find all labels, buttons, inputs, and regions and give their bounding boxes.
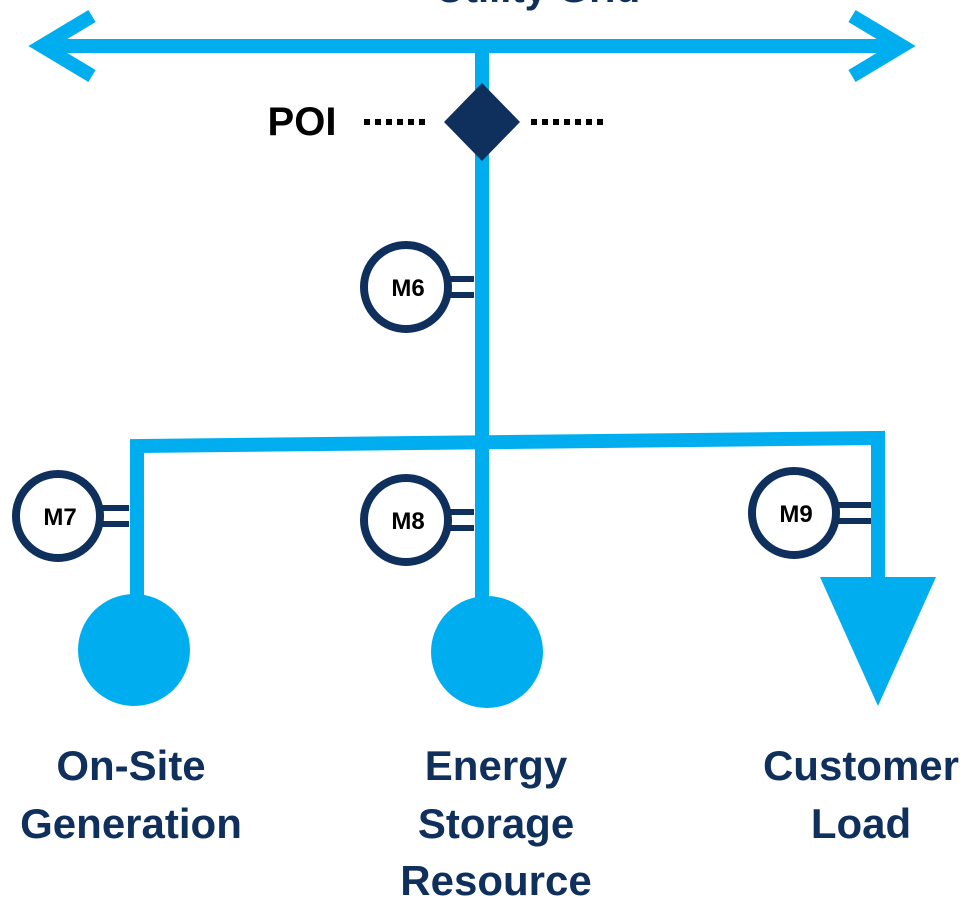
meter-m6: M6 (360, 241, 474, 333)
meter-m9-icon (748, 467, 840, 559)
load-label-line2: Load (811, 800, 911, 847)
generation-label: On-Site Generation (20, 742, 242, 847)
load-triangle-icon (820, 577, 936, 706)
storage-label: Energy Storage Resource (400, 742, 591, 899)
meter-m8-label: M8 (391, 508, 424, 535)
poi-label: POI (268, 100, 337, 144)
utility-grid-bus (28, 9, 916, 83)
generation-label-line2: Generation (20, 800, 242, 847)
poi-diamond-icon (444, 83, 520, 161)
right-arrow-head (848, 9, 916, 83)
meter-m8-icon (360, 474, 452, 566)
load-label-line1: Customer (763, 742, 959, 789)
storage-label-line1: Energy (425, 742, 568, 789)
generation-node-icon (78, 594, 190, 706)
storage-label-line3: Resource (400, 857, 591, 899)
meter-m9: M9 (748, 467, 871, 559)
left-arrow-head (28, 9, 96, 83)
storage-label-line2: Storage (418, 800, 574, 847)
meter-m7-label: M7 (43, 504, 76, 531)
meter-m8: M8 (360, 474, 474, 566)
generation-label-line1: On-Site (56, 742, 205, 789)
meter-m7: M7 (12, 470, 129, 562)
meter-m7-icon (12, 470, 104, 562)
meter-m6-icon (360, 241, 452, 333)
meter-m6-label: M6 (391, 275, 424, 302)
distribution-bus (130, 430, 885, 610)
meter-m9-label: M9 (779, 501, 812, 528)
load-label: Customer Load (763, 742, 959, 847)
utility-grid-title: Utility Grid (436, 0, 640, 11)
storage-node-icon (431, 596, 543, 708)
